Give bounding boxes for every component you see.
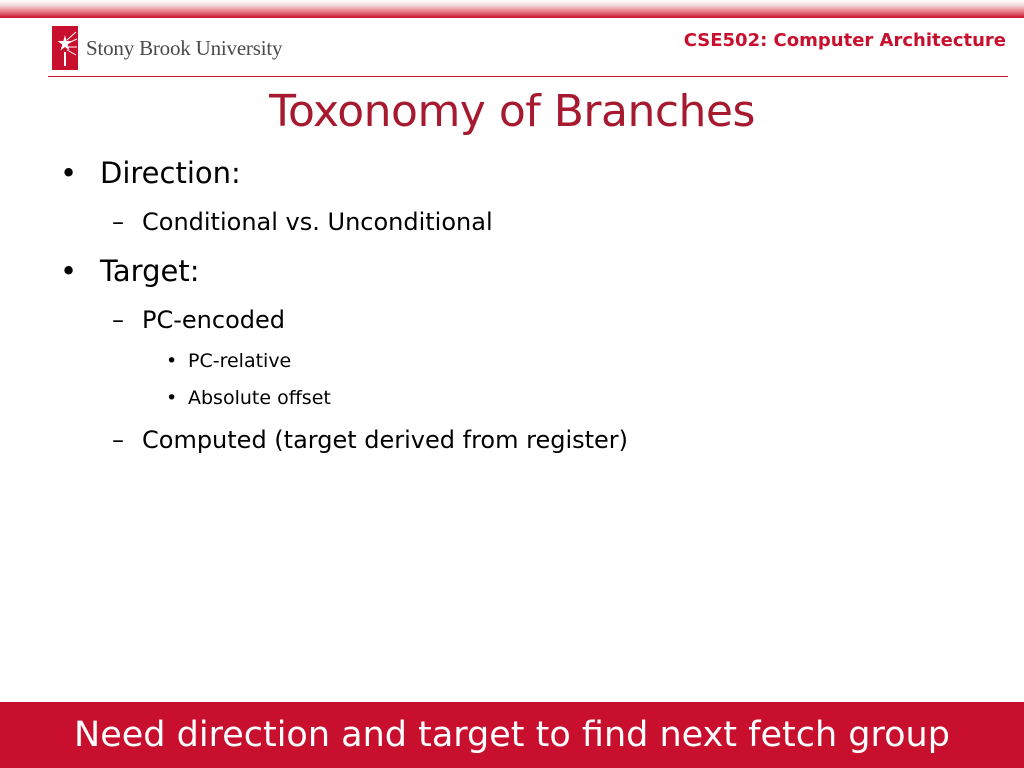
sub-sub-bullet-item: • Absolute offset [166,387,331,409]
dash-marker: – [112,208,124,236]
bullet-text: Target: [100,254,200,288]
bullet-marker: • [166,350,178,372]
bullet-marker: • [60,254,78,288]
logo-text: Stony Brook University [86,35,283,60]
bullet-text: PC-relative [188,350,292,372]
sub-sub-bullet-item: • PC-relative [166,350,291,372]
sub-bullet-item: – PC-encoded [112,306,285,334]
sub-bullet-item: – Computed (target derived from register… [112,426,628,454]
footer-banner: Need direction and target to find next f… [0,702,1024,768]
bullet-text: Absolute offset [188,387,331,409]
dash-marker: – [112,306,124,334]
bullet-text: Direction: [100,156,241,190]
bullet-text: Conditional vs. Unconditional [142,208,493,236]
university-logo: Stony Brook University [52,26,282,70]
bullet-marker: • [166,387,178,409]
footer-text: Need direction and target to find next f… [74,715,950,755]
bullet-text: PC-encoded [142,306,285,334]
header-divider [48,76,1008,77]
bullet-item: • Direction: [60,156,241,190]
bullet-item: • Target: [60,254,200,288]
bullet-marker: • [60,156,78,190]
stony-brook-shield-icon [52,26,78,70]
sub-bullet-item: – Conditional vs. Unconditional [112,208,493,236]
top-gradient-band [0,0,1024,18]
course-title: CSE502: Computer Architecture [683,30,1006,51]
dash-marker: – [112,426,124,454]
bullet-text: Computed (target derived from register) [142,426,629,454]
slide-title: Toxonomy of Branches [269,86,755,137]
